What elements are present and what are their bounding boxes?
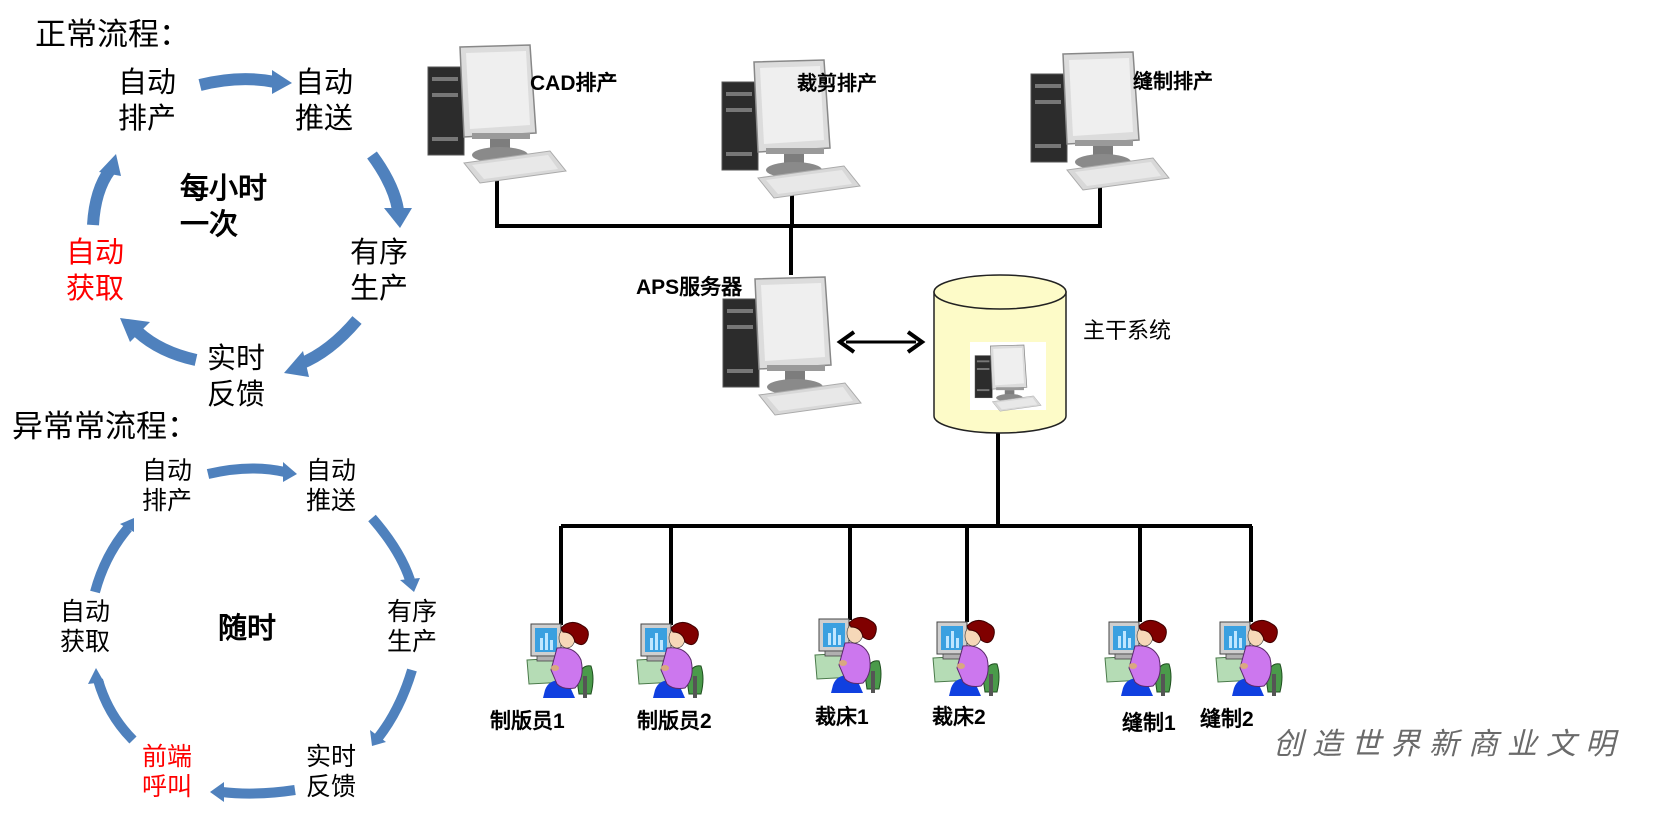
step-line: 推送 (306, 486, 357, 515)
step-ordered-production: 有序 生产 (350, 234, 408, 306)
worker-icon (636, 621, 704, 699)
sewing-scheduling-label: 缝制排产 (1133, 69, 1213, 93)
network-lines (495, 180, 1253, 625)
arrow-schedule-to-push (206, 463, 287, 479)
bidirectional-arrow (836, 330, 926, 354)
arrow-push-to-production (367, 151, 404, 212)
step-realtime-feedback: 实时 反馈 (207, 340, 265, 412)
exc-step-realtime-feedback: 实时 反馈 (306, 742, 356, 802)
step-auto-fetch-highlighted: 自动 获取 (66, 234, 124, 306)
frequency-line: 每小时 (180, 171, 268, 205)
cutting-scheduling-label: 裁剪排产 (797, 71, 877, 95)
cad-computer-icon (427, 44, 567, 184)
exception-flow-title: 异常常流程： (12, 409, 198, 445)
terminal-label: 缝制2 (1200, 708, 1254, 731)
step-line: 有序 (350, 235, 409, 269)
terminal-label: 制版员1 (490, 710, 565, 733)
worker-icon (932, 619, 1000, 697)
step-line: 排产 (118, 101, 177, 135)
arrowhead (99, 154, 121, 176)
arrow-auto-schedule-to-push (198, 73, 277, 91)
exception-flow-arrows (88, 462, 420, 802)
step-line: 生产 (350, 271, 409, 305)
worker-icon (526, 621, 594, 699)
worker-icon (1215, 619, 1283, 697)
step-line: 自动 (66, 235, 125, 269)
database-cylinder-icon (933, 274, 1067, 434)
arrowhead (272, 70, 292, 94)
terminal-label: 缝制1 (1122, 712, 1176, 735)
worker-icon (814, 616, 882, 694)
arrow-push-to-production (368, 514, 415, 582)
step-line: 自动 (306, 456, 357, 485)
step-line: 推送 (295, 101, 354, 135)
backbone-system-label: 主干系统 (1083, 319, 1172, 344)
arrowhead (284, 351, 309, 377)
arrowhead (120, 318, 150, 342)
cad-scheduling-label: CAD排产 (530, 72, 618, 95)
arrow-fetch-to-schedule (90, 524, 132, 594)
step-line: 自动 (142, 456, 193, 485)
step-line: 获取 (66, 271, 125, 305)
normal-flow-title: 正常流程： (35, 17, 190, 53)
normal-flow-arrows (87, 70, 412, 377)
step-line: 实时 (207, 341, 266, 375)
step-line: 反馈 (306, 772, 357, 801)
step-line: 有序 (387, 597, 438, 626)
terminal-label: 裁床2 (932, 706, 986, 729)
exception-flow-frequency: 随时 (218, 611, 277, 645)
arrow-production-to-feedback (297, 316, 362, 370)
terminal-label: 制版员2 (637, 710, 712, 733)
step-line: 呼叫 (142, 772, 193, 801)
arrow-production-to-feedback (374, 668, 417, 742)
arrow-feedback-to-call (221, 785, 296, 799)
exc-step-auto-push: 自动 推送 (306, 456, 356, 516)
step-line: 前端 (142, 742, 193, 771)
step-line: 自动 (118, 65, 177, 99)
arrow-feedback-to-fetch (133, 327, 198, 366)
exc-step-ordered-production: 有序 生产 (387, 597, 437, 657)
step-auto-push: 自动 推送 (295, 64, 353, 136)
exc-step-auto-fetch: 自动 获取 (60, 597, 110, 657)
step-line: 自动 (295, 65, 354, 99)
step-line: 实时 (306, 742, 357, 771)
arrow-fetch-to-schedule (87, 166, 115, 226)
aps-server-icon (722, 276, 862, 416)
exc-step-auto-schedule: 自动 排产 (142, 456, 192, 516)
aps-server-label: APS服务器 (636, 276, 743, 299)
arrow-call-to-fetch (93, 678, 137, 744)
step-auto-schedule: 自动 排产 (118, 64, 176, 136)
normal-flow-frequency: 每小时 一次 (180, 170, 267, 242)
exc-step-frontend-call-highlighted: 前端 呼叫 (142, 742, 192, 802)
step-line: 生产 (387, 627, 438, 656)
step-line: 获取 (60, 627, 111, 656)
slogan-watermark: 创造世界新商业文明 (1273, 727, 1624, 762)
cad-drop-line (495, 180, 1102, 228)
step-line: 自动 (60, 597, 111, 626)
worker-icon (1104, 619, 1172, 697)
frequency-line: 一次 (180, 207, 239, 241)
step-line: 反馈 (207, 377, 266, 411)
arrowhead (384, 208, 412, 228)
terminal-label: 裁床1 (815, 706, 869, 729)
step-line: 排产 (142, 486, 193, 515)
